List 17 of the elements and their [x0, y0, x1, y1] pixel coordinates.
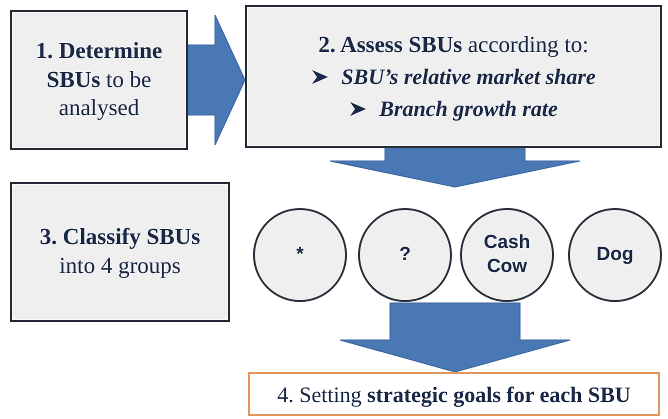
step-box	[248, 372, 660, 416]
step-text: Cash Cow	[482, 231, 532, 279]
step-text: 1. Determine SBUs to be analysed	[34, 36, 164, 122]
step-text: 4. Setting strategic goals for each SBU	[277, 380, 631, 409]
step-text: 3. Classify SBUs into 4 groups	[38, 223, 202, 280]
step-text: *	[296, 243, 304, 267]
step-text: ?	[399, 243, 411, 267]
step-text: Dog	[596, 243, 634, 267]
block-arrow	[188, 14, 246, 146]
block-arrow	[340, 302, 570, 373]
block-arrow	[330, 148, 580, 188]
step-text: 2. Assess SBUs according to:	[318, 30, 589, 59]
criterion-text: SBU’s relative market share	[341, 63, 596, 91]
step-box	[10, 182, 230, 322]
step-box	[10, 10, 188, 150]
step-box	[245, 5, 662, 148]
criterion-text: Branch growth rate	[379, 94, 558, 122]
